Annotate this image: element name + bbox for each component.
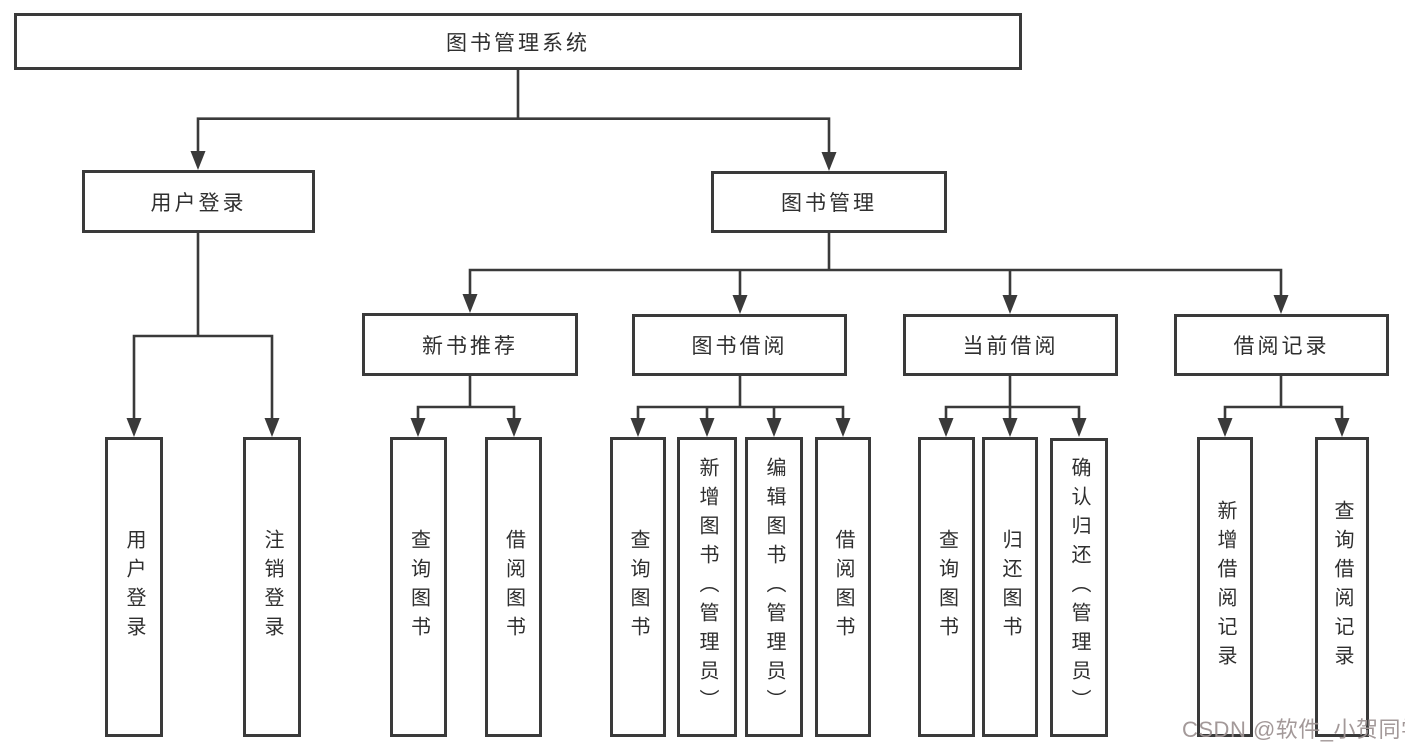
leaf-query-books-current: 查询图书 xyxy=(918,437,975,737)
leaf-confirm-return-admin: 确认归还（管理员） xyxy=(1050,438,1108,737)
node-book-borrow-label: 图书借阅 xyxy=(691,335,788,358)
leaf-query-books-recommend-label: 查询图书 xyxy=(407,529,430,645)
node-current-borrow-label: 当前借阅 xyxy=(962,335,1059,358)
node-book-management-label: 图书管理 xyxy=(781,192,877,215)
node-root-system: 图书管理系统 xyxy=(14,13,1022,70)
node-new-book-recommend: 新书推荐 xyxy=(362,313,578,376)
node-new-book-recommend-label: 新书推荐 xyxy=(422,334,518,358)
leaf-borrow-books: 借阅图书 xyxy=(815,437,871,737)
node-borrow-records-label: 借阅记录 xyxy=(1233,335,1330,358)
leaf-edit-books-admin-label: 编辑图书（管理员） xyxy=(763,456,785,718)
leaf-add-borrow-record-label: 新增借阅记录 xyxy=(1214,500,1236,674)
node-book-borrow: 图书借阅 xyxy=(632,314,847,376)
leaf-add-borrow-record: 新增借阅记录 xyxy=(1197,437,1253,737)
leaf-user-login: 用户登录 xyxy=(105,437,163,737)
leaf-query-borrow-record-label: 查询借阅记录 xyxy=(1331,500,1353,674)
leaf-query-books-current-label: 查询图书 xyxy=(935,529,958,645)
leaf-query-books-borrow: 查询图书 xyxy=(610,437,666,737)
leaf-return-books-label: 归还图书 xyxy=(999,529,1021,645)
leaf-confirm-return-admin-label: 确认归还（管理员） xyxy=(1068,457,1090,718)
leaf-edit-books-admin: 编辑图书（管理员） xyxy=(745,437,803,737)
leaf-query-books-recommend: 查询图书 xyxy=(390,437,447,737)
leaf-return-books: 归还图书 xyxy=(982,437,1038,737)
leaf-borrow-books-recommend-label: 借阅图书 xyxy=(502,529,525,645)
csdn-watermark: CSDN @软件_小贺同学 xyxy=(1182,717,1405,742)
leaf-query-borrow-record: 查询借阅记录 xyxy=(1315,437,1369,737)
leaf-logout-login: 注销登录 xyxy=(243,437,301,737)
leaf-borrow-books-label: 借阅图书 xyxy=(832,529,854,645)
leaf-logout-login-label: 注销登录 xyxy=(261,529,283,645)
leaf-query-books-borrow-label: 查询图书 xyxy=(627,529,649,645)
leaf-user-login-label: 用户登录 xyxy=(123,529,145,645)
node-borrow-records: 借阅记录 xyxy=(1174,314,1389,376)
leaf-borrow-books-recommend: 借阅图书 xyxy=(485,437,542,737)
node-current-borrow: 当前借阅 xyxy=(903,314,1118,376)
node-user-login-label: 用户登录 xyxy=(150,191,247,215)
leaf-add-books-admin: 新增图书（管理员） xyxy=(677,437,737,737)
node-book-management: 图书管理 xyxy=(711,171,947,233)
node-root-system-label: 图书管理系统 xyxy=(446,31,590,55)
node-user-login: 用户登录 xyxy=(82,170,315,233)
leaf-add-books-admin-label: 新增图书（管理员） xyxy=(696,456,718,718)
